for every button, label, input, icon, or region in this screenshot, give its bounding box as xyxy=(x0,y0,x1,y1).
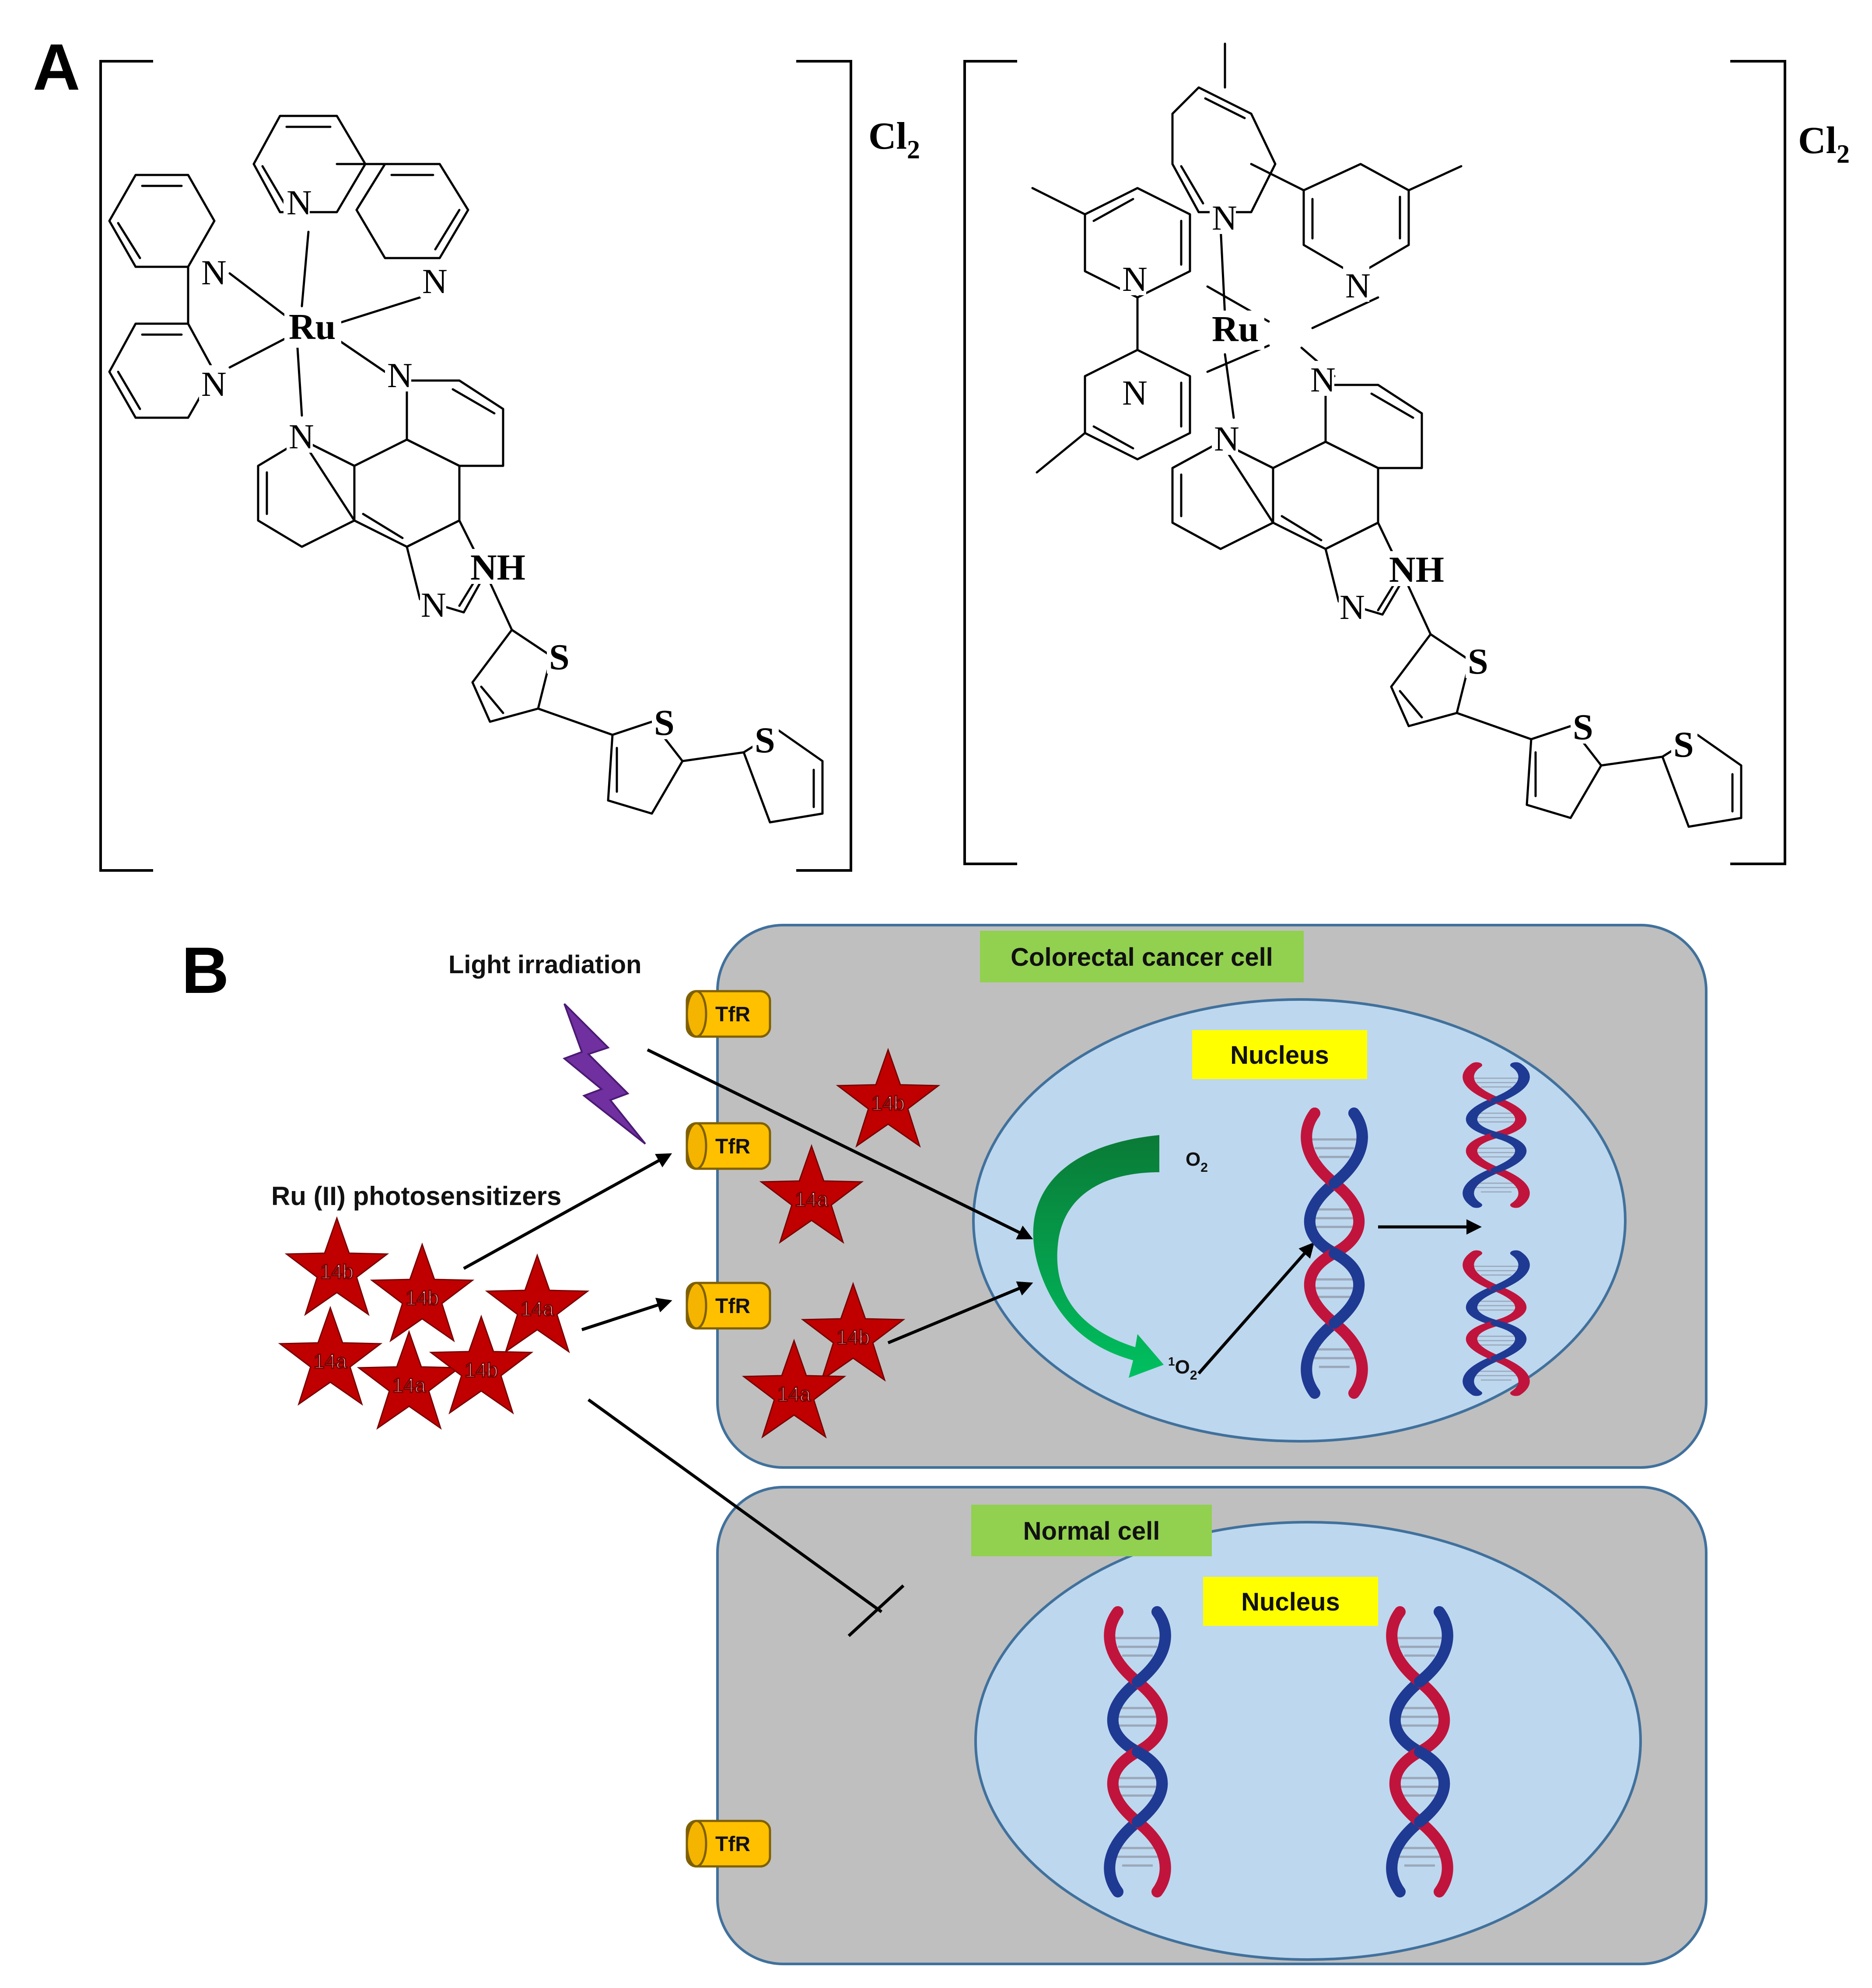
left-bracket-close xyxy=(796,60,852,872)
svg-text:14a: 14a xyxy=(795,1188,829,1211)
svg-text:14a: 14a xyxy=(777,1383,811,1405)
svg-text:N: N xyxy=(421,586,446,625)
star-14a-1: 14a xyxy=(486,1254,588,1352)
svg-text:14a: 14a xyxy=(314,1350,347,1373)
tfr-receptor-2: TfR xyxy=(687,1123,770,1169)
svg-text:TfR: TfR xyxy=(715,1135,750,1158)
svg-text:14b: 14b xyxy=(406,1286,439,1309)
svg-text:N: N xyxy=(1122,260,1148,299)
svg-text:N: N xyxy=(287,184,312,222)
cancer-nucleus xyxy=(972,998,1627,1443)
svg-text:14b: 14b xyxy=(320,1260,354,1283)
svg-text:N: N xyxy=(422,262,448,301)
svg-text:N: N xyxy=(1345,267,1371,305)
oxygen-conversion-arrow-icon xyxy=(1033,1135,1164,1378)
ruthenium-complex-14b: N N N N Ru N N NH N S S S xyxy=(1031,42,1743,828)
star-14a-3: 14a xyxy=(358,1331,460,1429)
svg-text:TfR: TfR xyxy=(715,1003,750,1026)
normal-nucleus-label: Nucleus xyxy=(1241,1588,1340,1616)
star-14b-4: 14b xyxy=(837,1049,939,1147)
svg-text:N: N xyxy=(1340,588,1365,627)
normal-nucleus xyxy=(974,1521,1642,1961)
light-irradiation-label: Light irradiation xyxy=(448,950,641,979)
panel-label-b: B xyxy=(182,933,229,1007)
left-bracket-open xyxy=(99,60,153,872)
svg-text:14b: 14b xyxy=(465,1359,498,1381)
star-14a-5: 14a xyxy=(743,1340,845,1438)
right-bracket-close xyxy=(1730,60,1786,865)
inhibition-line xyxy=(587,1398,905,1637)
svg-text:Ru: Ru xyxy=(1212,309,1259,349)
normal-cell-label-box xyxy=(971,1505,1212,1556)
pathway-arrows xyxy=(463,1048,1482,1375)
svg-text:N: N xyxy=(1212,199,1237,238)
lightning-bolt-icon xyxy=(563,1003,646,1145)
svg-text:NH: NH xyxy=(1389,549,1444,590)
svg-text:N: N xyxy=(1122,374,1148,412)
star-14a-4: 14a xyxy=(760,1145,863,1243)
star-14b-5: 14b xyxy=(802,1283,904,1381)
svg-text:Ru: Ru xyxy=(289,307,336,347)
star-14b-1: 14b xyxy=(286,1217,388,1315)
svg-text:NH: NH xyxy=(470,547,525,588)
svg-text:N: N xyxy=(1214,420,1239,458)
svg-text:S: S xyxy=(549,637,570,678)
cancer-nucleus-label-box xyxy=(1192,1030,1367,1079)
right-bracket-open xyxy=(963,60,1017,865)
star-14a-2: 14a xyxy=(279,1307,381,1405)
svg-text:S: S xyxy=(654,702,675,743)
photosensitizers-label: Ru (II) photosensitizers xyxy=(271,1181,561,1211)
svg-text:14b: 14b xyxy=(871,1092,905,1115)
oxygen-label: O2 xyxy=(1186,1149,1208,1175)
tfr-receptor-1: TfR xyxy=(687,991,770,1037)
svg-text:14a: 14a xyxy=(392,1374,426,1397)
svg-text:S: S xyxy=(1673,724,1694,765)
counterion-left: Cl2 xyxy=(868,115,920,164)
svg-text:S: S xyxy=(755,720,775,761)
tfr-receptor-4: TfR xyxy=(687,1821,770,1866)
svg-text:N: N xyxy=(201,365,227,404)
cancer-cell-label-box xyxy=(980,931,1304,982)
svg-text:N: N xyxy=(387,356,413,395)
svg-text:TfR: TfR xyxy=(715,1833,750,1856)
counterion-right: Cl2 xyxy=(1798,119,1850,168)
svg-text:S: S xyxy=(1573,707,1593,748)
cancer-cell-label: Colorectal cancer cell xyxy=(1011,943,1273,971)
svg-text:TfR: TfR xyxy=(715,1295,750,1318)
svg-text:N: N xyxy=(289,418,314,456)
tfr-receptor-3: TfR xyxy=(687,1283,770,1328)
singlet-oxygen-label: 1O2 xyxy=(1168,1355,1197,1383)
svg-text:S: S xyxy=(1468,641,1488,682)
panel-label-a: A xyxy=(33,30,80,104)
cancer-nucleus-label: Nucleus xyxy=(1230,1041,1329,1069)
normal-nucleus-label-box xyxy=(1203,1577,1378,1626)
svg-text:14a: 14a xyxy=(521,1297,554,1320)
ruthenium-complex-14a: N N N N Ru N N NH N S S S xyxy=(108,115,824,824)
star-14b-2: 14b xyxy=(371,1244,473,1342)
normal-cell-label: Normal cell xyxy=(1023,1517,1160,1545)
svg-text:N: N xyxy=(1310,361,1336,399)
svg-text:N: N xyxy=(201,254,227,292)
star-14b-3: 14b xyxy=(430,1316,532,1414)
svg-text:14b: 14b xyxy=(836,1326,870,1349)
